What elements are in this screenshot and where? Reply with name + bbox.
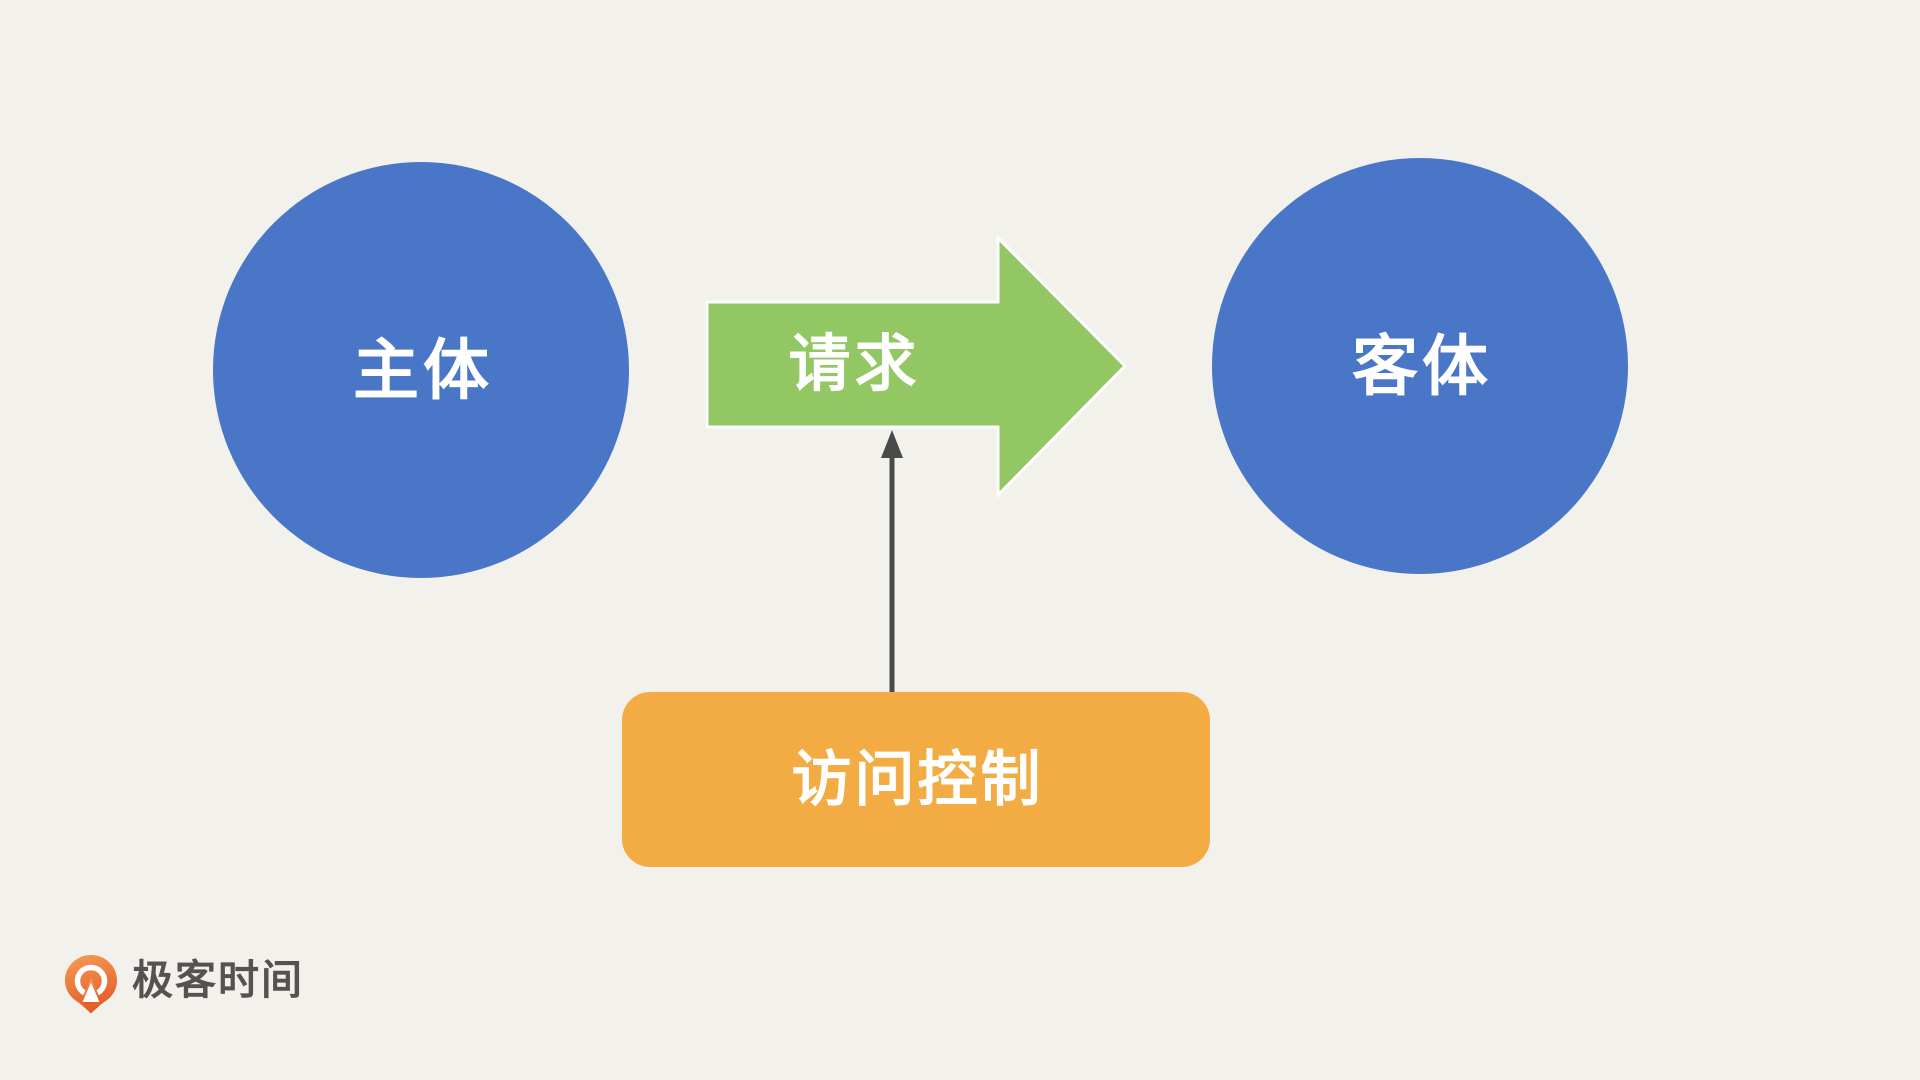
connector-arrow-icon <box>881 430 903 694</box>
connector-arrowhead-icon <box>881 430 903 458</box>
object-node: 客体 <box>1212 158 1628 574</box>
subject-node: 主体 <box>213 162 629 578</box>
geektime-pin-icon <box>65 955 117 1014</box>
request-arrow-shape <box>705 235 1128 499</box>
request-arrow-icon <box>705 235 1128 499</box>
access-control-label: 访问控制 <box>791 745 1044 813</box>
brand-logo: 极客时间 <box>64 954 304 1014</box>
object-label: 客体 <box>1352 329 1492 403</box>
request-label: 请求 <box>788 329 921 399</box>
brand-name: 极客时间 <box>132 956 304 1003</box>
access-control-node: 访问控制 <box>622 692 1210 867</box>
request-label-box: 请求 <box>707 302 998 427</box>
subject-label: 主体 <box>353 333 493 407</box>
pin-pointer <box>79 977 103 1004</box>
